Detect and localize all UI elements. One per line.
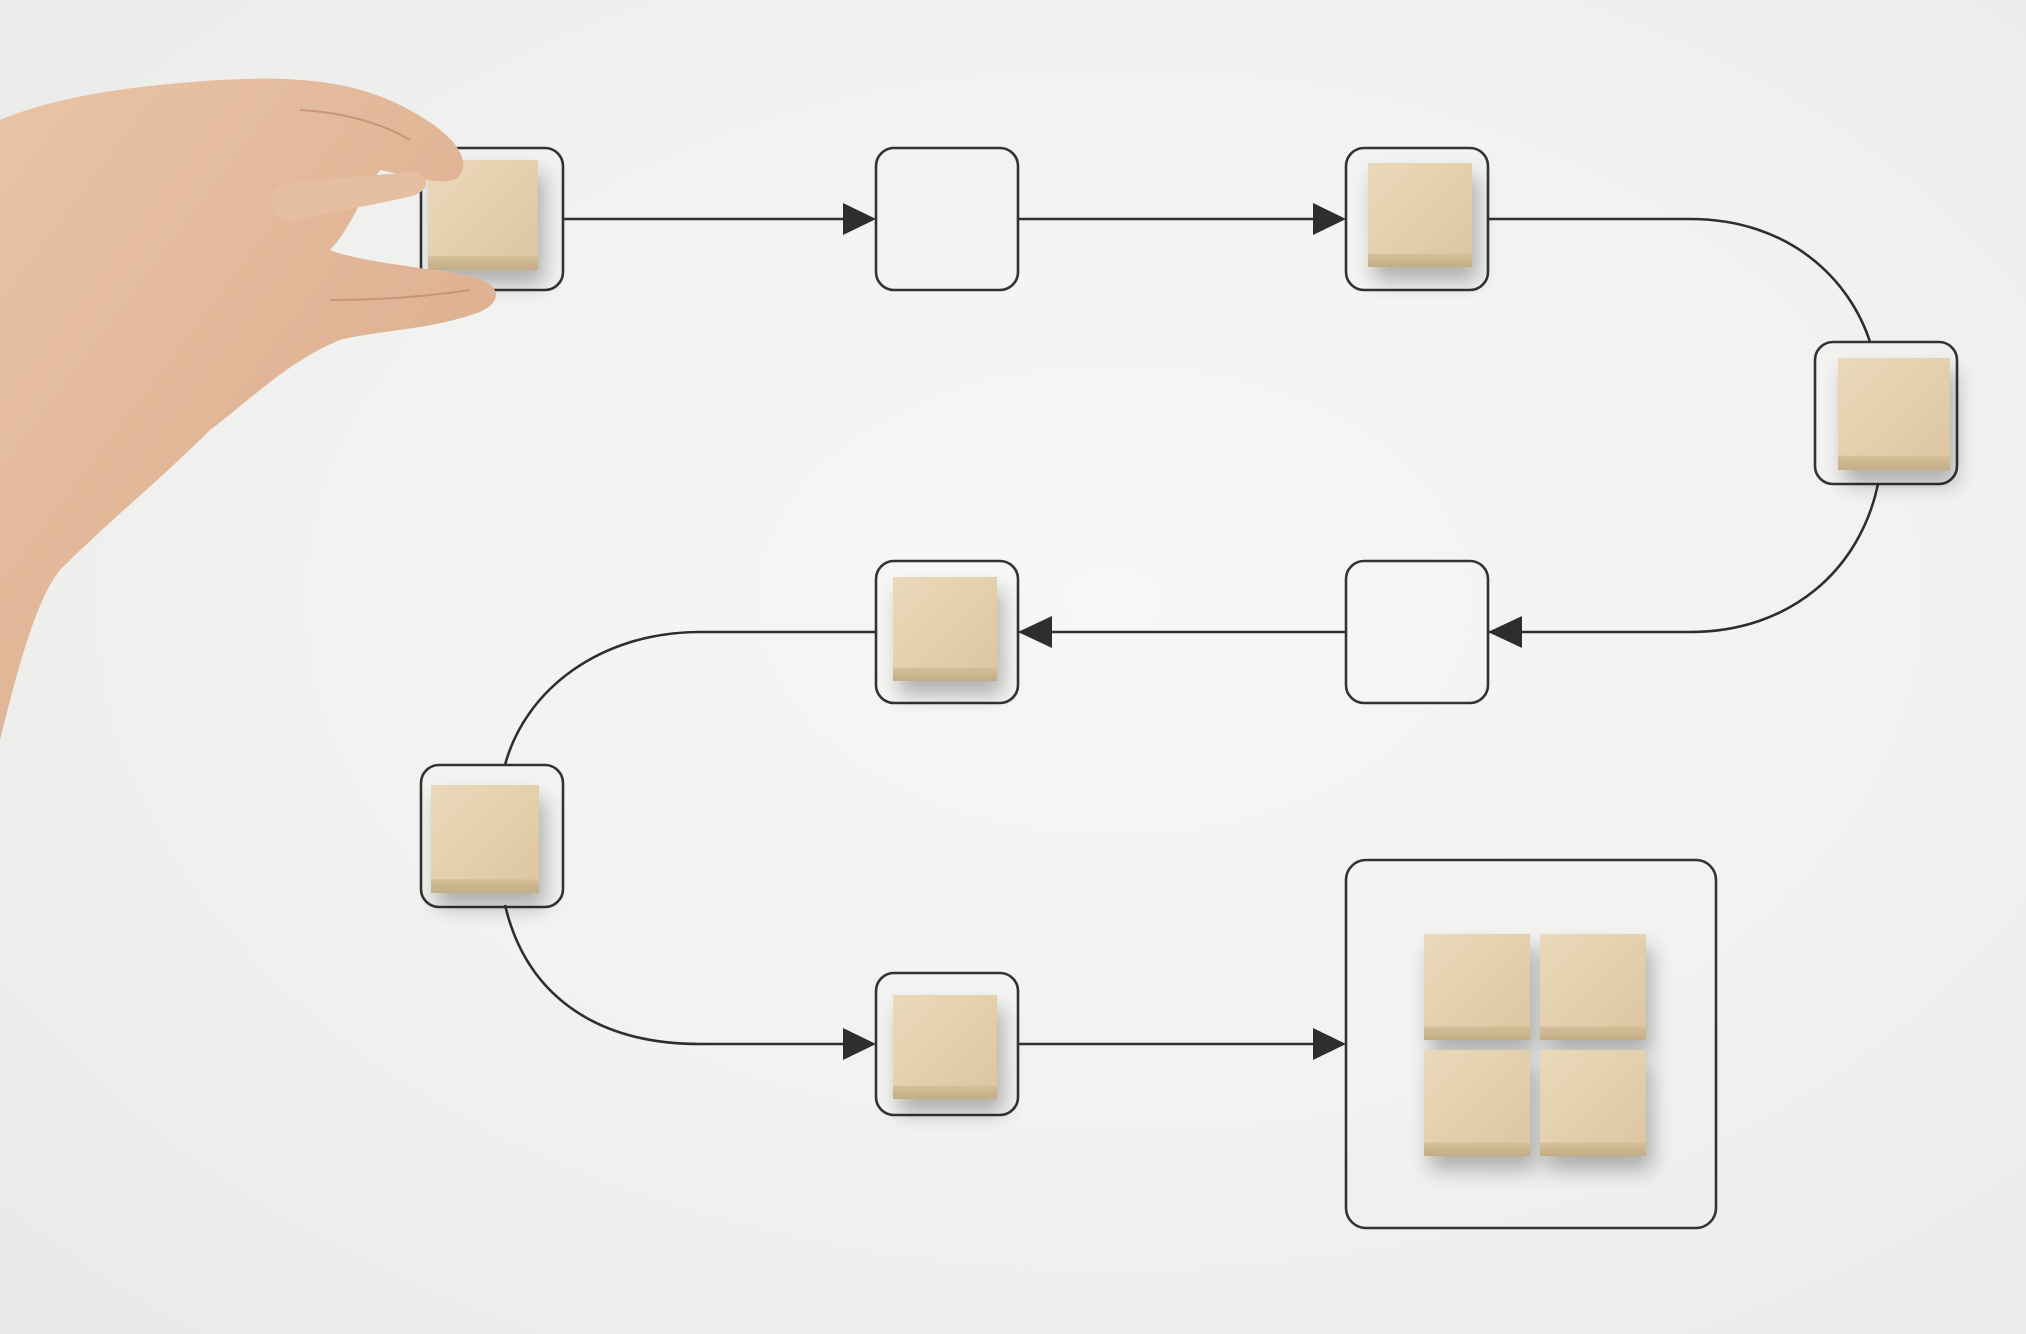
wooden-block: [1540, 934, 1646, 1040]
flow-connectors: [503, 217, 1880, 1046]
triangle-arrow-icon: [1018, 616, 1052, 648]
finger-crease: [299, 109, 471, 301]
wooden-blocks: [428, 160, 1950, 1156]
node-frame-5: [1344, 559, 1490, 705]
connector-3: [1488, 217, 1872, 343]
node-frame-6: [874, 559, 1020, 705]
wooden-block: [893, 577, 997, 681]
wooden-block: [893, 995, 997, 1099]
connector-4: [1488, 483, 1880, 634]
connector-6: [503, 630, 876, 766]
thumb: [271, 172, 427, 222]
node-frames: [419, 146, 1959, 1230]
connector-7: [503, 904, 852, 1046]
triangle-arrow-icon: [1488, 616, 1522, 648]
triangle-arrow-icon: [843, 1028, 876, 1060]
wooden-block: [1424, 934, 1530, 1040]
triangle-arrow-icon: [843, 203, 876, 235]
node-frame-2: [874, 146, 1020, 292]
wooden-block: [431, 785, 539, 893]
hand: [0, 78, 497, 740]
node-frame-8: [874, 971, 1020, 1117]
hand-illustration: [0, 78, 497, 740]
final-group-frame: [1344, 858, 1718, 1230]
wooden-block: [1540, 1050, 1646, 1156]
triangle-arrow-icon: [1313, 1028, 1346, 1060]
node-frame-3: [1344, 146, 1490, 292]
wooden-block: [1838, 358, 1950, 470]
node-frame-4: [1813, 340, 1959, 486]
wooden-block: [1424, 1050, 1530, 1156]
triangle-arrow-icon: [1313, 203, 1346, 235]
arrowheads: [843, 203, 1522, 1060]
wooden-block: [1368, 163, 1472, 267]
node-frame-7: [419, 763, 565, 909]
